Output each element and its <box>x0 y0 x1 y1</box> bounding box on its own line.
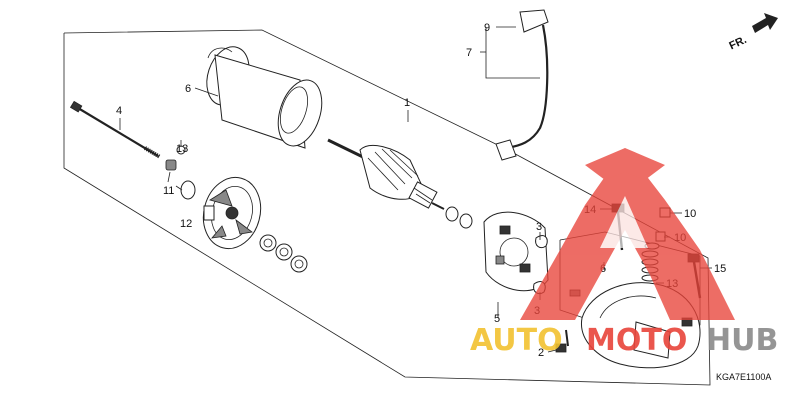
small-nut-part <box>165 145 186 171</box>
armature-part <box>327 138 445 210</box>
callout-5: 5 <box>494 313 500 325</box>
long-bolt-part <box>69 100 162 159</box>
o-ring-part <box>180 180 196 200</box>
callout-13-upper: 13 <box>176 143 188 155</box>
front-cover-part <box>202 176 262 250</box>
assembly-outline <box>63 29 711 386</box>
bracket-clip-part <box>555 329 569 353</box>
armature-washer-b <box>459 213 473 229</box>
starter-cable-part <box>495 9 549 161</box>
callout-1: 1 <box>404 97 410 109</box>
drawing-code: KGA7E1100A <box>716 372 771 382</box>
callout-2: 2 <box>538 347 544 359</box>
callout-15: 15 <box>714 263 726 275</box>
washer-set-part <box>259 234 308 273</box>
direction-label: FR. <box>727 34 748 52</box>
callout-12: 12 <box>180 218 192 230</box>
callout-10-upper: 10 <box>684 208 696 220</box>
watermark-text: AUTO MOTO HUB <box>470 323 778 358</box>
callout-11: 11 <box>163 185 174 197</box>
front-direction-arrow: FR. <box>727 13 778 52</box>
starter-case-part <box>206 46 323 149</box>
watermark-word-auto: AUTO <box>470 323 563 358</box>
rear-cover-part <box>581 282 701 369</box>
callout-4: 4 <box>116 105 122 117</box>
callout-9: 9 <box>484 22 490 34</box>
callout-6-case: 6 <box>185 83 191 95</box>
brush-spring-upper <box>535 235 548 249</box>
armature-washer-a <box>445 206 459 222</box>
callout-3-upper: 3 <box>536 221 542 233</box>
watermark-word-hub: HUB <box>706 323 778 358</box>
callout-7: 7 <box>466 47 472 59</box>
watermark-logo <box>520 148 735 320</box>
brush-holder-part <box>483 211 549 292</box>
watermark-word-moto: MOTO <box>586 323 687 358</box>
